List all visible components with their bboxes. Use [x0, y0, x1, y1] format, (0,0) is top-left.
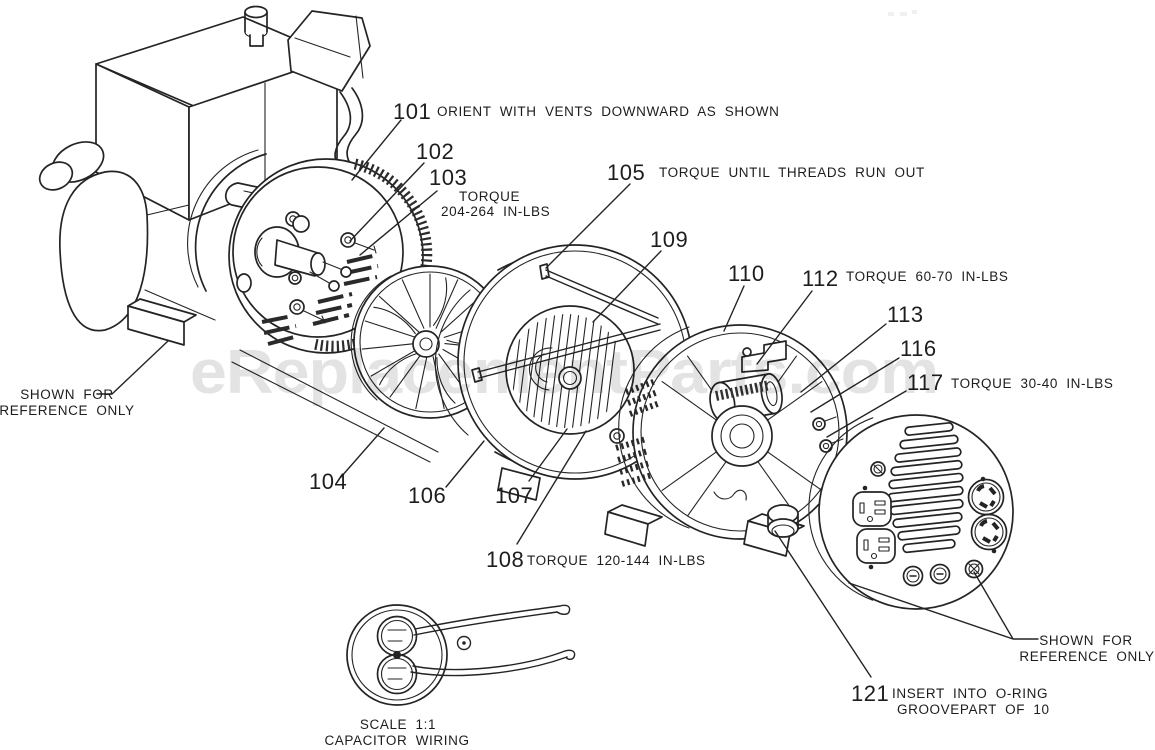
callout-103-number: 103 — [429, 165, 467, 190]
leader-116 — [810, 357, 900, 413]
callout-104-number: 104 — [309, 469, 347, 494]
callout-112-note: TORQUE 60-70 IN-LBS — [846, 269, 1008, 284]
bearing-carrier-drawing — [604, 324, 848, 557]
print-artifact — [888, 10, 917, 16]
callout-108-note: TORQUE 120-144 IN-LBS — [527, 553, 706, 568]
capacitor-scale-note: SCALE 1:1 — [360, 717, 436, 732]
rotor-hole — [292, 215, 310, 233]
callout-110-number: 110 — [728, 261, 765, 286]
rotor-hole — [236, 273, 252, 293]
callout-116-number: 116 — [900, 336, 937, 361]
callout-113-number: 113 — [887, 302, 924, 327]
leader-panel-reference — [848, 571, 1039, 640]
leader-112 — [756, 290, 813, 365]
callout-106-number: 106 — [408, 483, 446, 508]
rotor-shaft-drawing — [254, 226, 352, 292]
callout-105-note: TORQUE UNTIL THREADS RUN OUT — [659, 165, 925, 180]
winding-drawing — [715, 380, 771, 401]
callout-109-number: 109 — [650, 227, 688, 252]
twistlock-outlet-drawing — [970, 513, 1008, 551]
callout-121-number: 121 — [851, 681, 889, 706]
oring-spigot-drawing — [767, 504, 799, 538]
callout-103-note-line1: TORQUE — [459, 189, 520, 204]
callout-labels: 101 ORIENT WITH VENTS DOWNWARD AS SHOWN … — [309, 99, 1113, 717]
callout-108-number: 108 — [486, 547, 524, 572]
callout-121-note-line1: INSERT INTO O-RING — [892, 686, 1048, 701]
callout-117-note: TORQUE 30-40 IN-LBS — [951, 376, 1113, 391]
engine-reference-note-line1: SHOWN FOR — [20, 387, 113, 402]
leader-103 — [359, 190, 438, 256]
panel-vents-drawing — [887, 422, 964, 554]
leader-110 — [723, 285, 745, 332]
leader-104 — [340, 427, 385, 478]
panel-reference-note-line2: REFERENCE ONLY — [1019, 649, 1154, 664]
rotor-bolts-drawing — [285, 211, 377, 324]
leader-109 — [592, 250, 662, 323]
panel-screws-drawing — [862, 461, 997, 579]
twistlock-outlet-drawing — [967, 478, 1005, 516]
leader-108 — [516, 430, 587, 545]
leader-107 — [528, 428, 568, 482]
leader-101 — [351, 119, 402, 181]
leader-106 — [445, 440, 485, 488]
leader-engine-reference — [96, 340, 169, 395]
leader-113 — [800, 323, 887, 393]
callout-112-number: 112 — [802, 266, 839, 291]
engine-reference-note-line2: REFERENCE ONLY — [0, 403, 135, 418]
reference-notes: SHOWN FOR REFERENCE ONLY SHOWN FOR REFER… — [0, 387, 1154, 748]
callout-101-note: ORIENT WITH VENTS DOWNWARD AS SHOWN — [437, 104, 780, 119]
engine-reference-drawing — [38, 5, 439, 463]
callout-102-number: 102 — [416, 139, 454, 164]
fan-blades-drawing — [361, 273, 499, 410]
capacitor-wiring-detail-drawing — [346, 604, 576, 706]
stud-bolts-drawing — [471, 263, 661, 383]
circuit-breaker-drawing — [902, 563, 951, 587]
duplex-outlet-drawing — [856, 528, 896, 564]
callout-121-note-line2: GROOVEPART OF 10 — [897, 702, 1050, 717]
engine-block-drawing — [38, 141, 439, 463]
vent-louvers-drawing — [261, 253, 379, 346]
callout-107-number: 107 — [495, 483, 533, 508]
callout-117-number: 117 — [907, 370, 944, 395]
leader-102 — [349, 162, 425, 242]
watermark-text: eReplacementParts.com — [190, 338, 938, 407]
leader-117 — [826, 390, 907, 438]
fuel-cap-drawing — [244, 5, 268, 47]
callout-103-note-line2: 204-264 IN-LBS — [441, 204, 550, 219]
leader-105 — [545, 183, 631, 269]
muffler-drawing — [287, 10, 371, 92]
terminal-symbol — [456, 635, 472, 651]
capacitor-title-note: CAPACITOR WIRING — [324, 733, 469, 748]
panel-reference-note-line1: SHOWN FOR — [1039, 633, 1132, 648]
callout-105-number: 105 — [607, 160, 645, 185]
capacitor-wires-drawing — [410, 604, 576, 677]
callout-101-number: 101 — [393, 99, 431, 124]
leader-121 — [774, 530, 872, 678]
duplex-outlet-drawing — [852, 491, 892, 527]
leader-lines — [96, 119, 1039, 678]
end-panel-drawing — [808, 414, 1014, 610]
